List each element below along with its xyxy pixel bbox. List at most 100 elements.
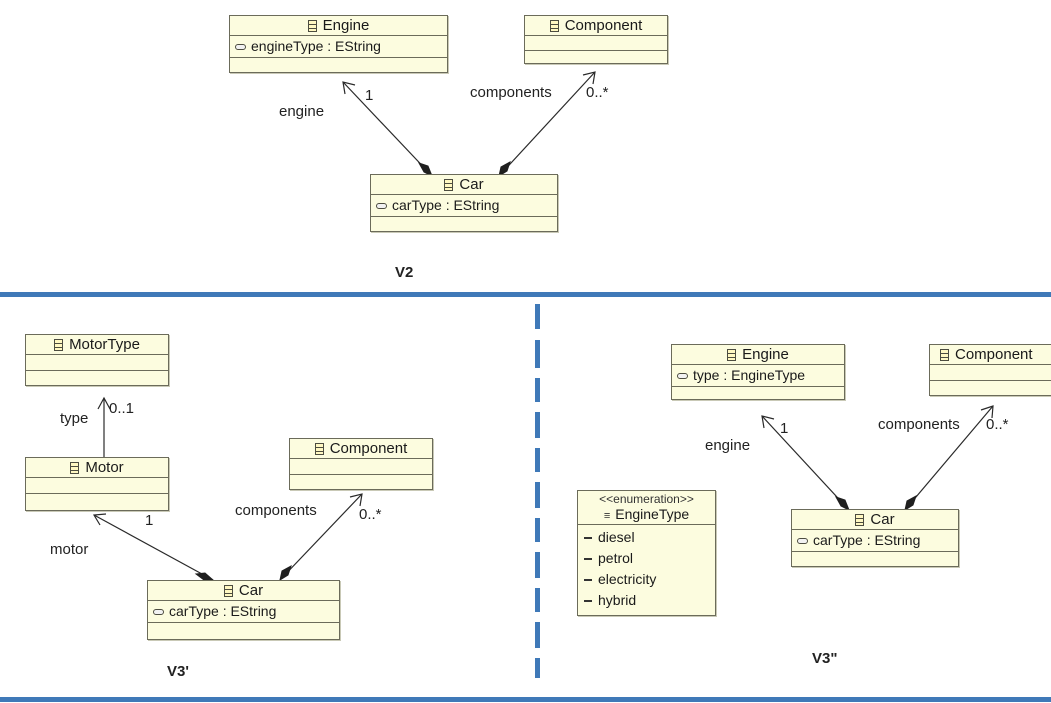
class-operations (290, 475, 432, 489)
enum-literals: diesel petrol electricity hybrid (578, 525, 715, 615)
class-operations (525, 51, 667, 63)
v3a-version-label: V3' (167, 663, 189, 680)
class-header: Car (792, 510, 958, 530)
class-header: Component (930, 345, 1051, 365)
class-name: MotorType (69, 336, 140, 353)
v3b-role-engine: engine (705, 437, 751, 454)
attribute-row[interactable]: carType : EString (376, 196, 553, 215)
eclass-icon (54, 339, 64, 351)
vertical-dashed-separator-segment (535, 518, 540, 542)
enum-literal-icon (584, 599, 592, 602)
attribute-row[interactable]: carType : EString (797, 531, 954, 550)
class-header: Component (525, 16, 667, 36)
v3a-mult-motor: 1 (145, 512, 154, 529)
v2-role-components: components (470, 84, 552, 101)
enum-literal-row[interactable]: petrol (584, 548, 711, 569)
class-name: Engine (742, 346, 789, 363)
class-name: Car (459, 176, 484, 193)
v3a-assoc-car-component[interactable] (279, 493, 363, 582)
class-attributes (26, 355, 168, 371)
v3a-class-component[interactable]: Component (289, 438, 433, 490)
v3a-class-car[interactable]: Car carType : EString (147, 580, 340, 640)
attribute-row[interactable]: carType : EString (153, 602, 335, 621)
class-name: Component (329, 440, 408, 457)
eclass-icon (549, 20, 559, 32)
section-separator-top (0, 292, 1051, 297)
eclass-icon (727, 349, 737, 361)
class-name: Car (238, 582, 264, 599)
class-header: Car (371, 175, 557, 195)
v2-class-engine[interactable]: Engine engineType : EString (229, 15, 448, 73)
eclass-icon (444, 179, 454, 191)
v3a-role-components: components (235, 502, 317, 519)
v2-class-car[interactable]: Car carType : EString (370, 174, 558, 232)
vertical-dashed-separator-segment (535, 482, 540, 508)
enum-literal-row[interactable]: hybrid (584, 590, 711, 611)
v3a-role-motor: motor (50, 541, 89, 558)
enum-literal-icon (584, 557, 592, 560)
class-attributes: carType : EString (148, 601, 339, 623)
vertical-dashed-separator-segment (535, 304, 540, 329)
eattribute-icon (376, 202, 387, 209)
v2-version-label: V2 (395, 264, 414, 281)
class-attributes (525, 36, 667, 51)
v2-assoc-car-component[interactable] (498, 71, 596, 178)
eclass-icon (70, 462, 80, 474)
enum-literal-text: petrol (598, 550, 634, 566)
class-header: Engine (672, 345, 844, 365)
eattribute-icon (677, 372, 688, 379)
class-operations (672, 387, 844, 399)
eattribute-icon (797, 537, 808, 544)
class-operations (26, 371, 168, 385)
class-attributes: carType : EString (371, 195, 557, 217)
v3a-class-motortype[interactable]: MotorType (25, 334, 169, 386)
class-operations (792, 552, 958, 566)
class-attributes (290, 459, 432, 475)
class-attributes: carType : EString (792, 530, 958, 552)
v3b-assoc-car-component[interactable] (904, 405, 994, 512)
enum-literal-row[interactable]: diesel (584, 527, 711, 548)
class-header: Component (290, 439, 432, 459)
class-operations (930, 381, 1051, 395)
vertical-dashed-separator-segment (535, 412, 540, 438)
enum-header: <<enumeration>> ≡EngineType (578, 491, 715, 525)
attribute-row[interactable]: type : EngineType (677, 366, 840, 385)
vertical-dashed-separator-segment (535, 658, 540, 678)
v2-class-component[interactable]: Component (524, 15, 668, 64)
attribute-text: carType : EString (813, 532, 921, 548)
vertical-dashed-separator-segment (535, 448, 540, 472)
class-attributes: engineType : EString (230, 36, 447, 58)
enum-literal-row[interactable]: electricity (584, 569, 711, 590)
v3b-version-label: V3" (812, 650, 838, 667)
v3a-class-motor[interactable]: Motor (25, 457, 169, 511)
class-name: Engine (322, 17, 370, 34)
class-header: Engine (230, 16, 447, 36)
eattribute-icon (153, 608, 164, 615)
class-header: MotorType (26, 335, 168, 355)
enum-name: EngineType (615, 506, 690, 522)
v3b-class-component[interactable]: Component (929, 344, 1051, 396)
class-name: Car (870, 511, 895, 528)
class-operations (148, 623, 339, 639)
eattribute-icon (235, 43, 246, 50)
enum-literal-icon (584, 578, 592, 581)
class-attributes (930, 365, 1051, 381)
v3a-assoc-car-motor[interactable] (92, 513, 215, 581)
v2-assoc-car-engine[interactable] (342, 81, 433, 178)
v3a-mult-type: 0..1 (109, 400, 135, 417)
enum-literal-icon (584, 536, 592, 539)
v3b-assoc-car-engine[interactable] (761, 415, 850, 512)
v3b-class-car[interactable]: Car carType : EString (791, 509, 959, 567)
attribute-row[interactable]: engineType : EString (235, 37, 443, 56)
v3b-class-engine[interactable]: Engine type : EngineType (671, 344, 845, 400)
class-header: Car (148, 581, 339, 601)
class-name: Component (564, 17, 643, 34)
eclass-icon (307, 20, 317, 32)
attribute-text: engineType : EString (251, 38, 381, 54)
eclass-icon (940, 349, 949, 361)
v3a-assoc-motor-motortype[interactable] (97, 396, 111, 457)
v3a-mult-components: 0..* (359, 506, 382, 523)
vertical-dashed-separator-segment (535, 378, 540, 402)
v3b-enum-enginetype[interactable]: <<enumeration>> ≡EngineType diesel petro… (577, 490, 716, 616)
